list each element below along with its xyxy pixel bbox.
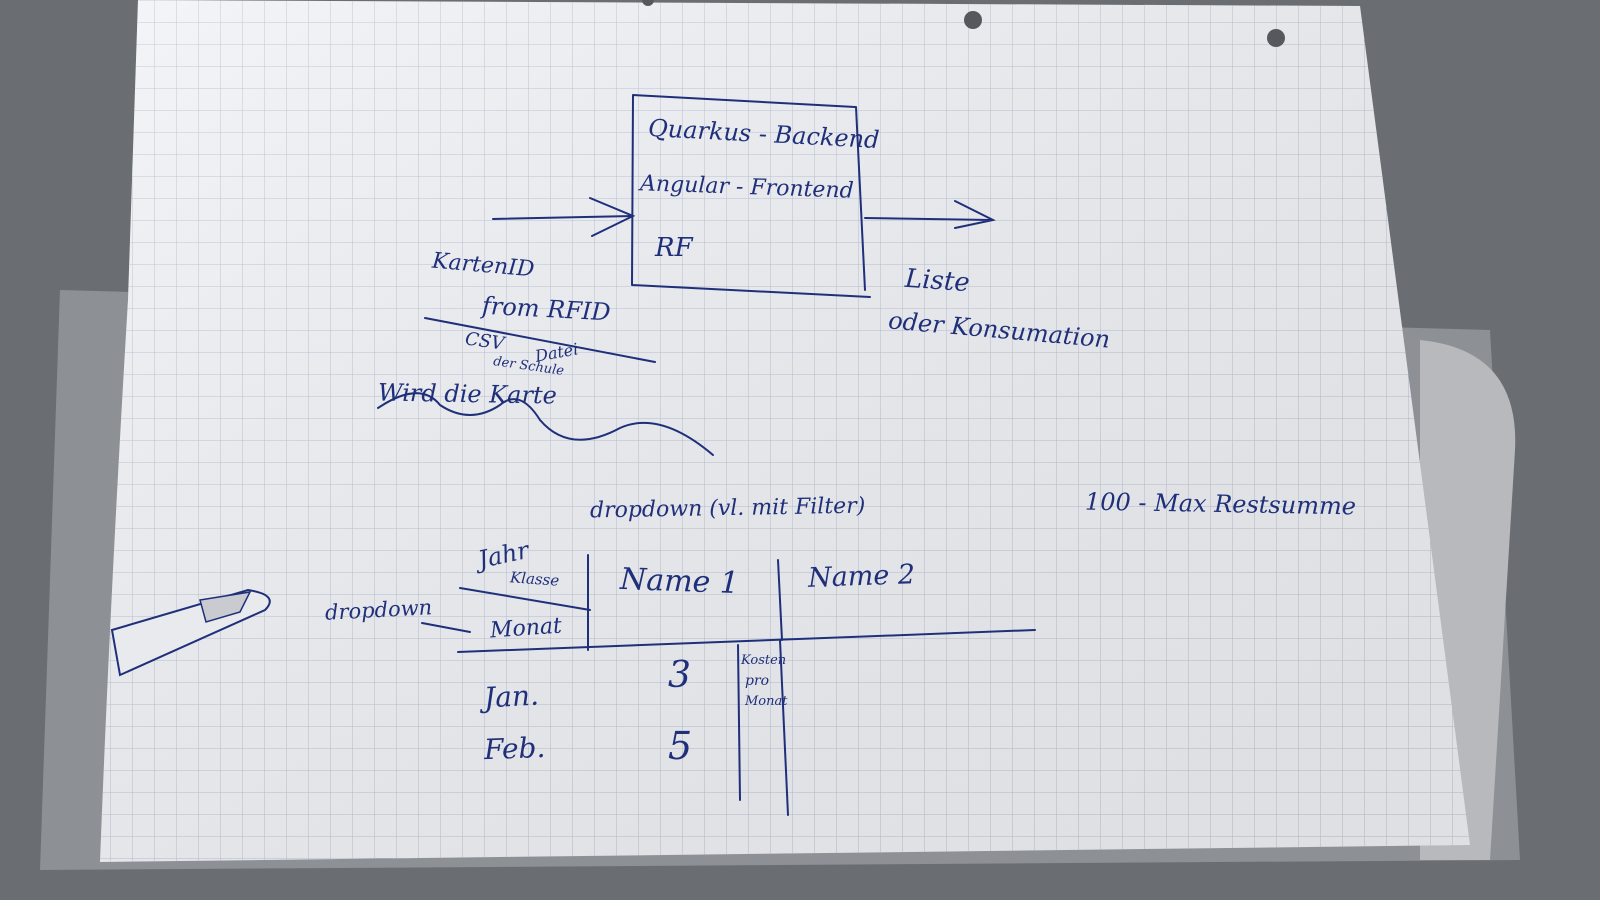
- table-row-feb-value: 5: [668, 724, 693, 768]
- note-liste: Liste: [904, 263, 971, 299]
- table-header-name2: Name 2: [807, 559, 916, 594]
- note-monat-small: Monat: [745, 694, 788, 709]
- box-label-rf: RF: [655, 233, 693, 263]
- table-row-feb-label: Feb.: [483, 730, 546, 767]
- table-inner-line-1: [737, 644, 741, 801]
- table-header-monat: Monat: [489, 613, 563, 644]
- note-csv: CSV: [463, 328, 506, 355]
- dropdown-pointer-line: [421, 622, 471, 633]
- punch-hole: [1267, 29, 1285, 47]
- note-wird-die-karte: Wird die Karte: [377, 378, 558, 410]
- note-from-rfid: from RFID: [481, 291, 612, 327]
- punch-hole: [964, 11, 982, 29]
- table-inner-line-2: [779, 639, 789, 816]
- output-arrow: [864, 200, 997, 229]
- note-pro: pro: [745, 673, 770, 689]
- table-col-divider-2: [777, 559, 783, 641]
- table-header-name1: Name 1: [619, 561, 740, 602]
- input-arrow: [492, 197, 636, 237]
- note-max-restsumme: 100 - Max Restsumme: [1084, 487, 1357, 521]
- table-row-jan-label: Jan.: [483, 678, 540, 715]
- table-row-jan-value: 3: [668, 655, 691, 696]
- system-box: [631, 94, 871, 298]
- note-strike-line: [424, 317, 656, 363]
- header-diagonal: [459, 587, 591, 611]
- note-dropdown-filter: dropdown (vl. mit Filter): [589, 493, 866, 524]
- table-header-line: [457, 629, 1036, 653]
- punch-hole: [642, 0, 654, 6]
- table-header-klasse: Klasse: [509, 568, 560, 590]
- note-wave-line: [377, 392, 714, 456]
- pen: [110, 588, 271, 677]
- note-dropdown-left: dropdown: [324, 595, 433, 625]
- note-kosten-row1: Kosten: [741, 653, 787, 668]
